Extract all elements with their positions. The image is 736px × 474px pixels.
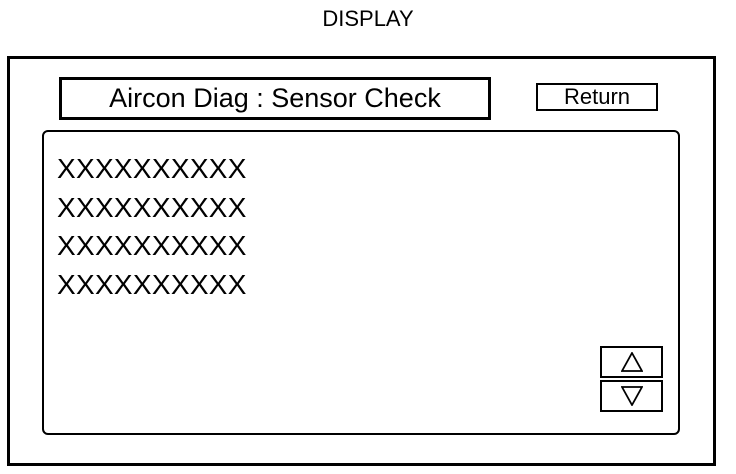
list-item: XXXXXXXXXX [57, 230, 247, 261]
list-item: XXXXXXXXXX [57, 268, 247, 300]
list-item: XXXXXXXXXX [57, 191, 247, 223]
scroll-up-button[interactable] [600, 346, 663, 378]
up-triangle-icon [620, 352, 643, 372]
display-screen: Aircon Diag : Sensor Check Return XXXXXX… [7, 56, 716, 466]
screen-title: Aircon Diag : Sensor Check [59, 77, 491, 120]
sensor-list: XXXXXXXXXX XXXXXXXXXX XXXXXXXXXX XXXXXXX… [57, 150, 247, 304]
figure-caption: DISPLAY [322, 6, 414, 31]
sensor-list-panel: XXXXXXXXXX XXXXXXXXXX XXXXXXXXXX XXXXXXX… [42, 130, 680, 435]
return-button[interactable]: Return [536, 83, 658, 111]
screen-title-text: Aircon Diag : Sensor Check [109, 83, 441, 113]
down-triangle-icon [620, 386, 643, 406]
list-item: XXXXXXXXXX [57, 153, 247, 184]
return-button-label: Return [563, 84, 631, 109]
scroll-down-button[interactable] [600, 380, 663, 412]
